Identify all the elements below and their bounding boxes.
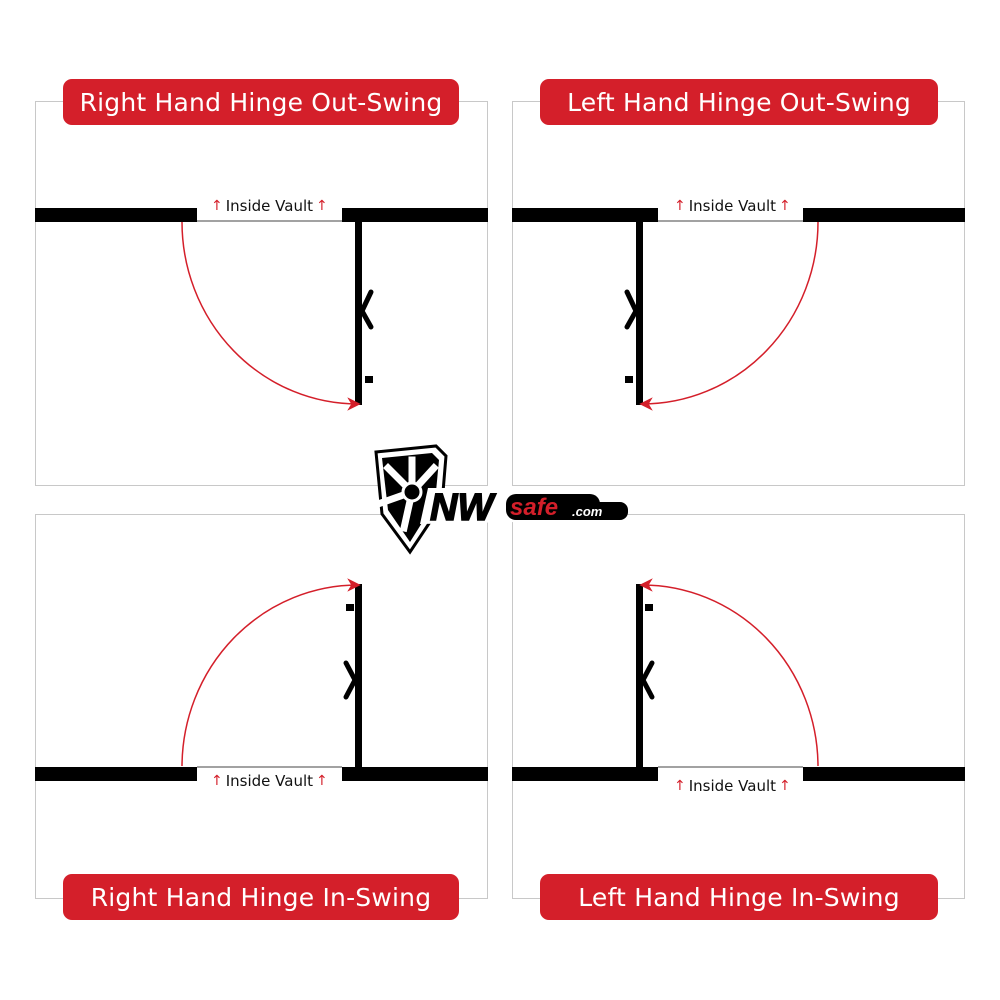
svg-text:.com: .com: [572, 504, 603, 519]
safe-handle-icon: [624, 289, 639, 330]
diagram-rh-out: [35, 208, 488, 411]
swing-arc-arrow-icon: [639, 578, 819, 767]
arrow-up-icon: ↑: [211, 773, 223, 789]
diagram-lh-in: [512, 578, 965, 781]
lock-knob-icon: [365, 376, 373, 383]
door-panel: [636, 584, 643, 768]
panel-frame-rh-out: [35, 101, 488, 486]
door-panel: [355, 221, 362, 405]
door-panel: [355, 584, 362, 768]
arrow-up-icon: ↑: [211, 198, 223, 214]
wall-left: [512, 767, 658, 781]
title-rh-out: Right Hand Hinge Out-Swing: [63, 79, 459, 125]
safe-handle-icon: [640, 660, 655, 700]
swing-arc-arrow-icon: [181, 221, 361, 411]
arrow-up-icon: ↑: [674, 198, 686, 214]
door-panel: [636, 221, 643, 405]
wall-right: [803, 208, 965, 222]
title-lh-in: Left Hand Hinge In-Swing: [540, 874, 938, 920]
safe-handle-icon: [343, 660, 358, 700]
diagram-rh-in: [35, 578, 488, 781]
wall-left: [35, 208, 197, 222]
arrow-up-icon: ↑: [674, 778, 686, 794]
panel-frame-lh-out: [512, 101, 965, 486]
arrow-up-icon: ↑: [316, 198, 328, 214]
wall-left: [35, 767, 197, 781]
safe-handle-icon: [359, 289, 374, 330]
shield-wheel-icon: NW safe .com: [373, 444, 628, 555]
inside-vault-label-lh-out: ↑ Inside Vault ↑: [674, 197, 791, 215]
swing-arc-arrow-icon: [639, 221, 819, 411]
wall-right: [342, 767, 488, 781]
title-lh-out: Left Hand Hinge Out-Swing: [540, 79, 938, 125]
swing-arc-arrow-icon: [181, 578, 361, 767]
lock-knob-icon: [645, 604, 653, 611]
inside-vault-label-lh-in: ↑ Inside Vault ↑: [674, 777, 791, 795]
title-rh-in: Right Hand Hinge In-Swing: [63, 874, 459, 920]
wall-right: [803, 767, 965, 781]
lock-knob-icon: [625, 376, 633, 383]
wall-left: [512, 208, 658, 222]
inside-vault-text: Inside Vault: [225, 772, 314, 790]
lock-knob-icon: [346, 604, 354, 611]
arrow-up-icon: ↑: [316, 773, 328, 789]
arrow-up-icon: ↑: [779, 778, 791, 794]
svg-text:safe: safe: [510, 494, 558, 521]
inside-vault-text: Inside Vault: [225, 197, 314, 215]
wall-right: [342, 208, 488, 222]
nwsafe-logo: NW safe .com: [368, 444, 632, 556]
panel-frame-lh-in: [512, 514, 965, 899]
arrow-up-icon: ↑: [779, 198, 791, 214]
svg-text:NW: NW: [430, 487, 496, 529]
inside-vault-label-rh-out: ↑ Inside Vault ↑: [211, 197, 328, 215]
diagram-lh-out: [512, 208, 965, 411]
inside-vault-text: Inside Vault: [688, 197, 777, 215]
inside-vault-text: Inside Vault: [688, 777, 777, 795]
inside-vault-label-rh-in: ↑ Inside Vault ↑: [211, 772, 328, 790]
